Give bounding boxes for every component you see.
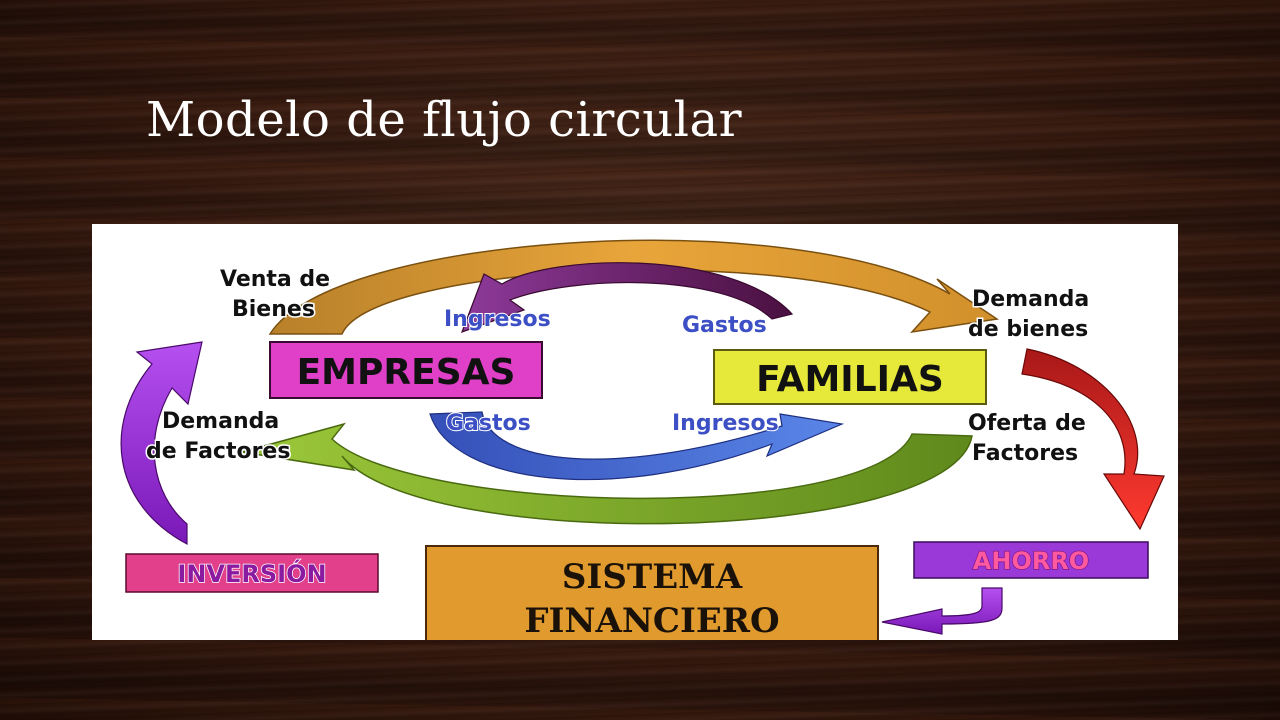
inversion-box xyxy=(125,553,379,593)
circular-flow-diagram: EMPRESAS FAMILIAS INVERSIÓN AHORRO SISTE… xyxy=(92,224,1178,640)
oferta-factores-label-2: Factores xyxy=(972,441,1078,466)
empresas-box xyxy=(269,341,543,399)
gastos-top-label: Gastos xyxy=(682,313,767,338)
demanda-bienes-label-1: Demanda xyxy=(972,287,1089,312)
demanda-factores-label-1: Demanda xyxy=(162,409,279,434)
gastos-bottom-label: Gastos xyxy=(446,411,531,436)
sistema-label-line2: FINANCIERO xyxy=(524,601,779,640)
familias-box xyxy=(713,349,987,405)
violet-arrow-left xyxy=(120,341,203,546)
venta-bienes-label-2: Bienes xyxy=(232,297,315,322)
green-arrow xyxy=(241,422,973,525)
familias-label: FAMILIAS xyxy=(756,359,944,400)
demanda-bienes-label-2: de bienes xyxy=(968,317,1088,342)
inversion-label: INVERSIÓN xyxy=(177,558,326,588)
slide-title: Modelo de flujo circular xyxy=(146,92,743,148)
blue-arrow xyxy=(429,411,845,481)
ingresos-top-label: Ingresos xyxy=(444,307,551,332)
ahorro-label: AHORRO xyxy=(973,547,1089,575)
venta-bienes-label-1: Venta de xyxy=(220,267,330,292)
violet-arrow-bottom xyxy=(881,587,1003,635)
ahorro-box xyxy=(913,541,1149,579)
diagram-canvas: EMPRESAS FAMILIAS INVERSIÓN AHORRO SISTE… xyxy=(120,239,1165,640)
purple-arrow xyxy=(460,262,794,333)
sistema-financiero-box xyxy=(425,545,879,640)
demanda-factores-label-2: de Factores xyxy=(146,439,290,464)
orange-arrow xyxy=(268,239,1000,335)
empresas-label: EMPRESAS xyxy=(297,352,516,393)
sistema-label-line1: SISTEMA xyxy=(562,557,743,597)
ingresos-bottom-label: Ingresos xyxy=(672,411,779,436)
red-arrow xyxy=(1021,348,1165,531)
oferta-factores-label-1: Oferta de xyxy=(968,411,1086,436)
